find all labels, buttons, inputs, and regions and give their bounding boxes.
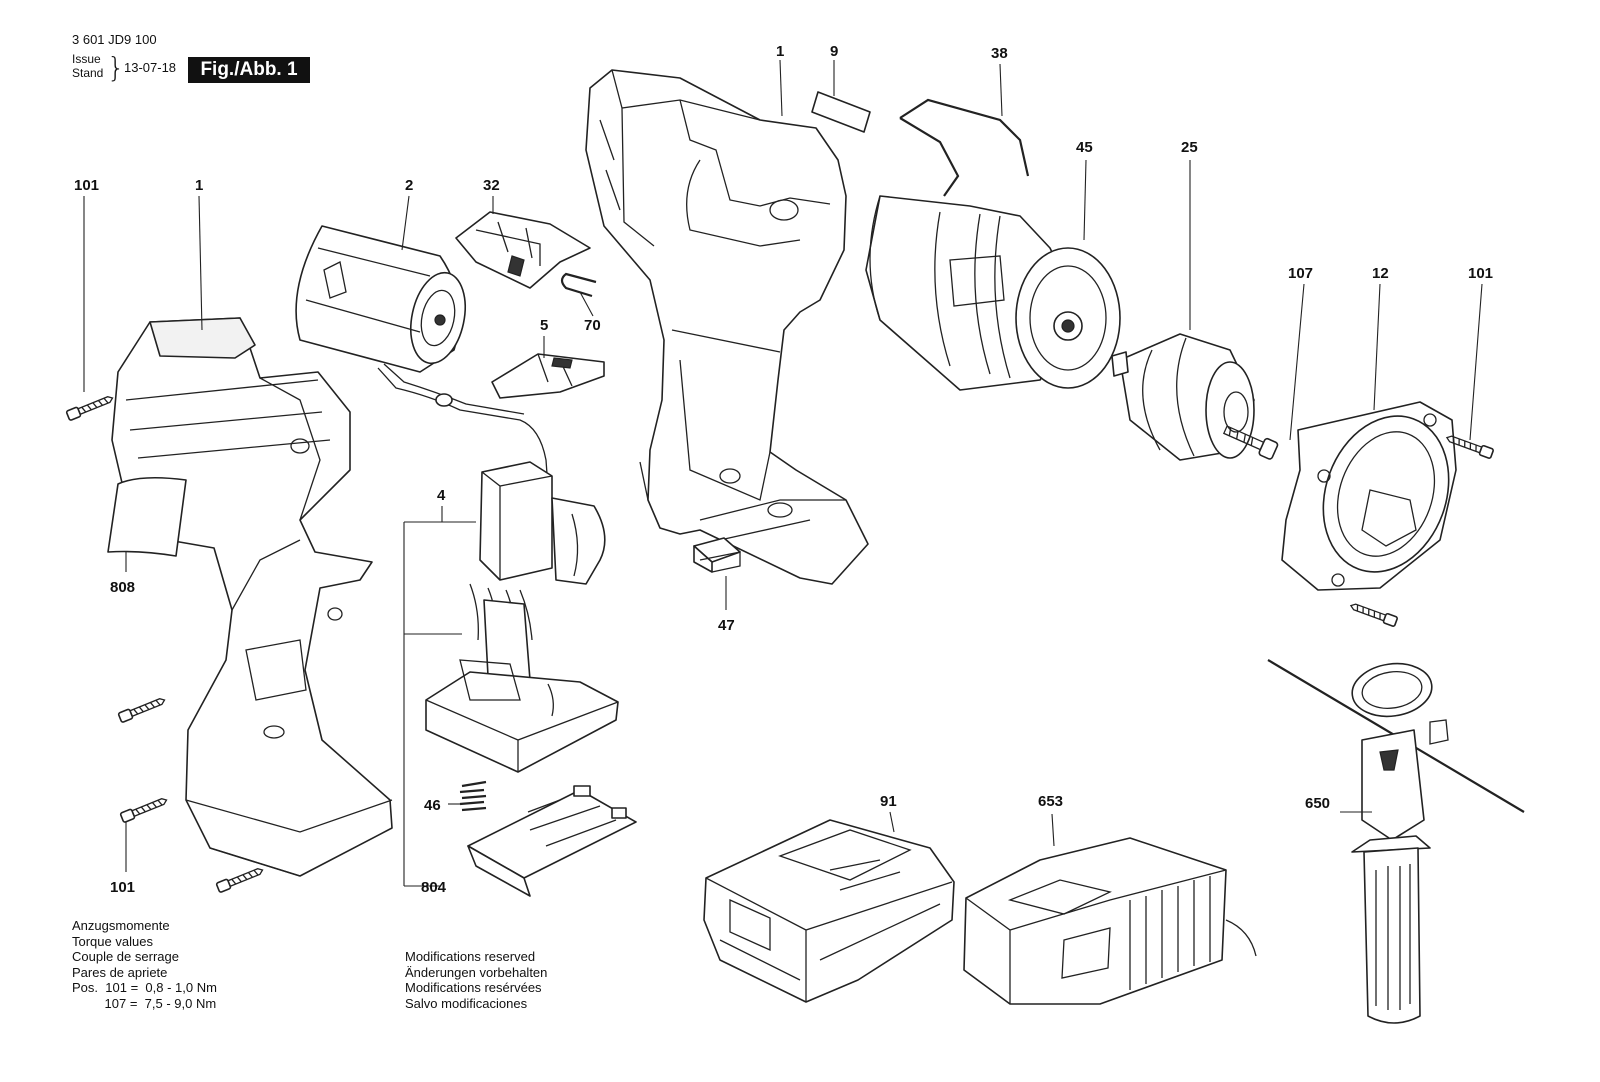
group-bracket [403, 506, 476, 887]
part-label-45: 45 [1076, 139, 1093, 156]
modification-notes: Modifications reserved Änderungen vorbeh… [405, 949, 547, 1011]
torque-line: Couple de serrage [72, 949, 179, 965]
part-label-70: 70 [584, 317, 601, 334]
part-number-labels: 101 1 2 32 70 5 808 4 46 804 101 1 9 38 … [74, 43, 1493, 896]
screw-107-drawing [1222, 425, 1279, 460]
part-label-808: 808 [110, 579, 135, 596]
stand-label: Stand [72, 66, 104, 80]
issue-label: Issue [72, 52, 101, 66]
housing-left-drawing [111, 317, 393, 877]
clip-drawing [560, 272, 597, 298]
part-label-9: 9 [830, 43, 838, 60]
modification-line: Salvo modificaciones [405, 995, 528, 1011]
torque-line: Pares de apriete [72, 964, 168, 980]
part-label-4: 4 [437, 487, 446, 504]
issue-date: 13-07-18 [124, 60, 177, 75]
brace-symbol: } [107, 51, 125, 84]
torque-pos: 107 [104, 995, 127, 1011]
side-handle-drawing [1267, 659, 1525, 1024]
figure-label: Fig./Abb. 1 [188, 57, 310, 83]
brush-holder-drawing [455, 211, 591, 289]
nameplate-drawing [811, 91, 871, 133]
part-label-91: 91 [880, 793, 897, 810]
screws-left-drawing [65, 396, 264, 893]
wire-spring-drawing [899, 98, 1030, 197]
small-block-drawing [693, 537, 741, 573]
part-label-101: 101 [74, 177, 99, 194]
modification-line: Modifications resérvées [405, 980, 542, 996]
leader-lines [83, 59, 1483, 872]
flange-drawing [1281, 401, 1457, 591]
battery-drawing [703, 819, 955, 1003]
part-label-47: 47 [718, 617, 735, 634]
spring-drawing [459, 780, 487, 812]
housing-right-drawing [585, 69, 869, 585]
torque-range: 7,5 - 9,0 Nm [144, 995, 217, 1011]
switch-assembly-drawing [425, 461, 619, 773]
part-label-12: 12 [1372, 265, 1389, 282]
part-label-38: 38 [991, 45, 1008, 62]
modification-line: Änderungen vorbehalten [405, 964, 548, 980]
pos-label: Pos. [72, 980, 99, 996]
torque-range: 0,8 - 1,0 Nm [145, 980, 217, 996]
part-label-5: 5 [540, 317, 548, 334]
part-label-650: 650 [1305, 795, 1330, 812]
modification-line: Modifications reserved [405, 949, 536, 964]
gearbox-drawing [865, 195, 1121, 391]
motor-drawing [295, 225, 549, 489]
torque-line: Torque values [72, 933, 153, 949]
torque-notes: Anzugsmomente Torque values Couple de se… [72, 918, 217, 1012]
part-label-101-right: 101 [1468, 265, 1493, 282]
part-label-107: 107 [1288, 265, 1313, 282]
document-number: 3 601 JD9 100 [72, 32, 157, 47]
part-label-804: 804 [421, 879, 447, 896]
part-label-32: 32 [483, 177, 500, 194]
terminal-plate-drawing [467, 785, 637, 897]
screws-right-drawing [1349, 435, 1494, 627]
torque-value-row: 107 = 7,5 - 9,0 Nm [104, 995, 217, 1011]
part-label-653: 653 [1038, 793, 1063, 810]
torque-line: Anzugsmomente [72, 918, 170, 933]
chuck-drawing [1111, 333, 1255, 461]
part-label-2: 2 [405, 177, 413, 194]
part-label-25: 25 [1181, 139, 1198, 156]
part-label-46: 46 [424, 797, 441, 814]
torque-value-row: Pos. 101 = 0,8 - 1,0 Nm [72, 980, 217, 996]
part-label-1: 1 [195, 177, 203, 194]
part-label-101-bottom: 101 [110, 879, 135, 896]
slider-drawing [491, 353, 605, 399]
label-sticker-drawing [107, 476, 187, 557]
part-label-1-right: 1 [776, 43, 784, 60]
charger-drawing [963, 837, 1257, 1005]
torque-pos: 101 [105, 980, 127, 996]
